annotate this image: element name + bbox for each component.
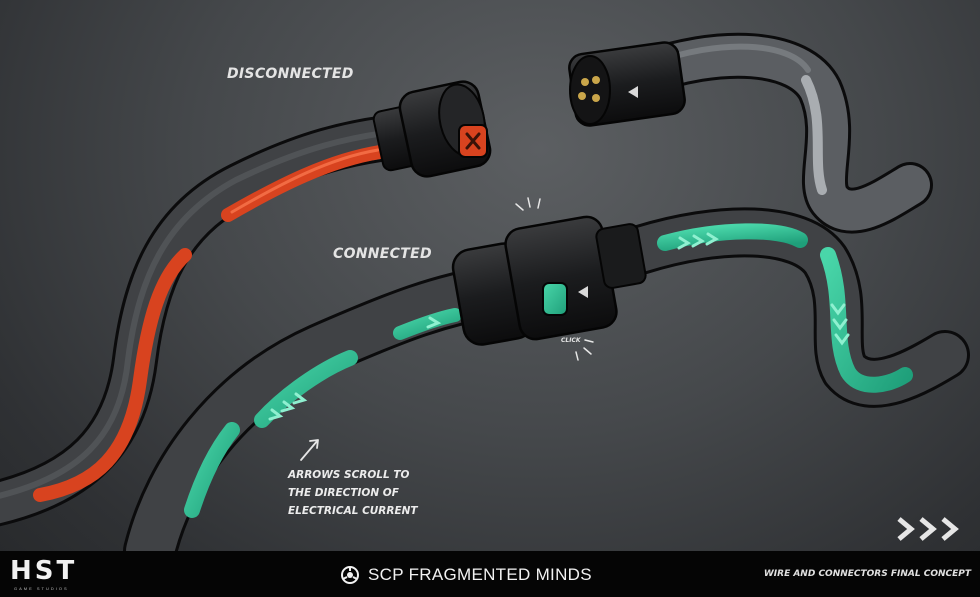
note-line: THE DIRECTION OF [288, 487, 399, 499]
click-marks [515, 197, 594, 361]
connected-accent-strip [184, 422, 240, 518]
studio-logo-subtitle: GAME STUDIOS [14, 586, 69, 591]
scp-logo-icon [341, 566, 359, 584]
female-connector [372, 80, 492, 178]
annotation-note: ARROWS SCROLL TO THE DIRECTION OF ELECTR… [288, 466, 438, 520]
cable-illustration [0, 32, 970, 551]
studio-logo: HST [10, 556, 78, 586]
note-line: ELECTRICAL CURRENT [288, 505, 418, 517]
joined-connector [451, 197, 647, 361]
current-arrows [268, 232, 850, 421]
concept-title: WIRE AND CONNECTORS FINAL CONCEPT [763, 569, 971, 579]
disconnected-label: DISCONNECTED [227, 66, 354, 82]
release-button [542, 282, 568, 316]
connected-label: CONNECTED [333, 246, 432, 262]
disconnected-accent-strip [33, 248, 192, 502]
annotation-arrow [300, 439, 319, 461]
click-label: CLICK [561, 337, 581, 344]
game-title: SCP FRAGMENTED MINDS [368, 565, 592, 584]
triple-chevron-icon[interactable] [893, 513, 973, 545]
male-plug-cable [568, 32, 933, 234]
note-line: ARROWS SCROLL TO [288, 469, 410, 481]
disconnected-cable [0, 112, 438, 527]
connected-cable [123, 197, 970, 551]
footer-bar: HST GAME STUDIOS SCP FRAGMENTED MINDS WI… [0, 551, 980, 597]
